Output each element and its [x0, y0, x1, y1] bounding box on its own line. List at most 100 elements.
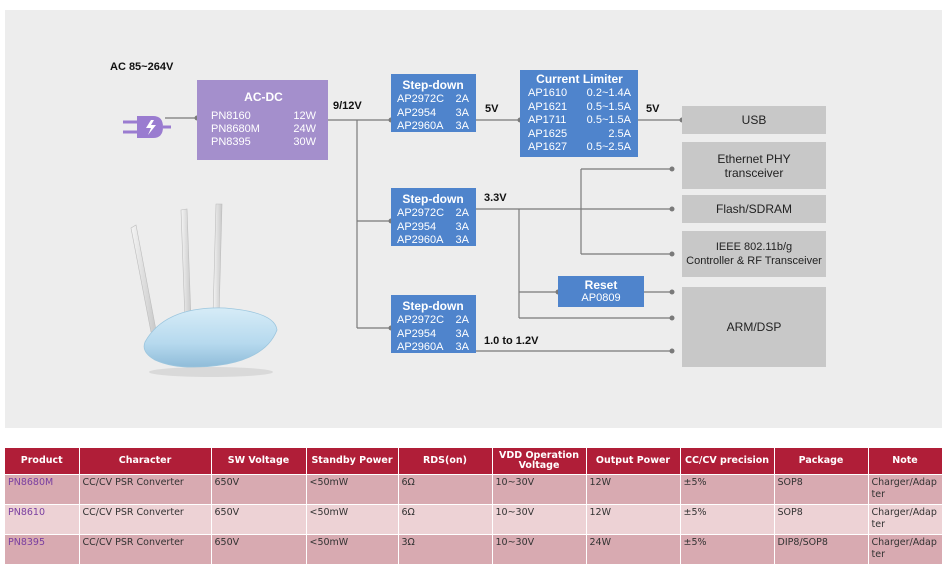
current-limiter-title: Current Limiter	[536, 72, 623, 86]
table-row: PN8395 CC/CV PSR Converter 650V <50mW 3Ω…	[5, 533, 943, 564]
load-flash-sdram: Flash/SDRAM	[682, 195, 826, 223]
router-image	[130, 203, 278, 377]
load-ethernet-line1: Ethernet PHY	[717, 151, 791, 166]
part-spec: 2.5A	[608, 127, 631, 140]
part-name: AP2972C	[397, 93, 445, 105]
connector-wires	[123, 115, 685, 377]
part-name: AP2972C	[397, 314, 445, 326]
table-cell: <50mW	[306, 503, 399, 534]
rail-5v-label: 5V	[485, 103, 499, 115]
table-cell: CC/CV PSR Converter	[79, 533, 212, 564]
table-cell: SOP8	[774, 503, 869, 534]
load-usb: USB	[682, 106, 826, 134]
load-arm-dsp: ARM/DSP	[682, 287, 826, 367]
table-cell: 650V	[211, 503, 307, 534]
table-header-row: Product Character SW Voltage Standby Pow…	[5, 448, 943, 474]
table-cell: DIP8/SOP8	[774, 533, 869, 564]
table-cell: 6Ω	[398, 473, 493, 504]
ac-input-label: AC 85~264V	[110, 61, 174, 73]
stepdown-part-row: AP2954 3A	[397, 221, 469, 235]
limiter-part-row: AP1627 0.5~2.5A	[528, 141, 631, 155]
bus-voltage-label: 9/12V	[333, 100, 362, 112]
part-name: AP2960A	[397, 234, 444, 246]
table-cell: SOP8	[774, 473, 869, 504]
load-ethernet-phy: Ethernet PHY transceiver	[682, 142, 826, 189]
part-name: AP2954	[397, 106, 437, 119]
column-header: Product	[5, 448, 80, 474]
part-name: AP1610	[528, 87, 568, 99]
table-cell: <50mW	[306, 473, 399, 504]
part-spec: 3A	[455, 234, 469, 246]
table-cell: ±5%	[680, 473, 775, 504]
limiter-part-row: AP1621 0.5~1.5A	[528, 101, 631, 115]
rail-core-label: 1.0 to 1.2V	[484, 335, 539, 347]
part-name: PN8395	[211, 136, 251, 148]
acdc-part-row: PN8160 12W	[211, 110, 316, 123]
table-cell: 650V	[211, 473, 307, 504]
part-name: AP2954	[397, 220, 437, 233]
part-name: AP1621	[528, 100, 568, 113]
part-name: AP2960A	[397, 341, 444, 353]
table-cell: 10~30V	[492, 533, 587, 564]
stepdown-title: Step-down	[402, 78, 464, 92]
part-spec: 30W	[293, 136, 316, 148]
table-cell: <50mW	[306, 533, 399, 564]
table-cell: 650V	[211, 533, 307, 564]
limiter-part-row: AP1711 0.5~1.5A	[528, 114, 631, 128]
part-name: AP1627	[528, 141, 568, 153]
part-name: PN8680M	[211, 123, 260, 135]
part-spec: 0.5~1.5A	[586, 100, 631, 113]
table-cell: 10~30V	[492, 503, 587, 534]
table-cell: 24W	[586, 533, 681, 564]
table-row: PN8680M CC/CV PSR Converter 650V <50mW 6…	[5, 473, 943, 504]
part-spec: 0.5~1.5A	[586, 114, 631, 126]
table-cell: 3Ω	[398, 533, 493, 564]
column-header: SW Voltage	[211, 448, 307, 474]
part-spec: 12W	[293, 110, 316, 122]
part-name: AP2960A	[397, 120, 444, 132]
load-ieee-controller: IEEE 802.11b/g Controller & RF Transceiv…	[682, 231, 826, 277]
load-ethernet-line2: transceiver	[724, 165, 784, 180]
part-name: AP1711	[528, 114, 567, 126]
acdc-part-row: PN8680M 24W	[211, 123, 316, 136]
part-spec: 3A	[455, 106, 469, 119]
column-header: Output Power	[586, 448, 681, 474]
part-name: AP2972C	[397, 207, 445, 219]
column-header: Standby Power	[306, 448, 399, 474]
rail-3v3-label: 3.3V	[484, 192, 507, 204]
stepdown-part-row: AP2960A 3A	[397, 120, 469, 134]
table-cell: Charger/Adapter	[868, 503, 943, 534]
part-name: PN8160	[211, 110, 251, 122]
part-spec: 24W	[293, 123, 316, 135]
part-spec: 3A	[455, 120, 469, 132]
load-arm-label: ARM/DSP	[726, 320, 782, 334]
product-spec-table: Product Character SW Voltage Standby Pow…	[5, 448, 943, 564]
product-cell[interactable]: PN8395	[5, 533, 80, 564]
table-cell: 6Ω	[398, 503, 493, 534]
product-cell[interactable]: PN8680M	[5, 473, 80, 504]
part-spec: 0.5~2.5A	[586, 141, 631, 153]
column-header: CC/CV precision	[680, 448, 775, 474]
acdc-title: AC-DC	[244, 90, 283, 104]
table-cell: ±5%	[680, 503, 775, 534]
part-name: AP2954	[397, 327, 437, 340]
column-header: Package	[774, 448, 869, 474]
reset-part: AP0809	[581, 292, 621, 304]
product-cell[interactable]: PN8610	[5, 503, 80, 534]
load-usb-label: USB	[741, 113, 767, 127]
acdc-part-row: PN8395 30W	[211, 136, 316, 149]
part-spec: 3A	[455, 220, 469, 233]
column-header: Character	[79, 448, 212, 474]
reset-title: Reset	[584, 278, 618, 292]
table-cell: CC/CV PSR Converter	[79, 473, 212, 504]
reset-block: Reset AP0809	[558, 276, 644, 307]
